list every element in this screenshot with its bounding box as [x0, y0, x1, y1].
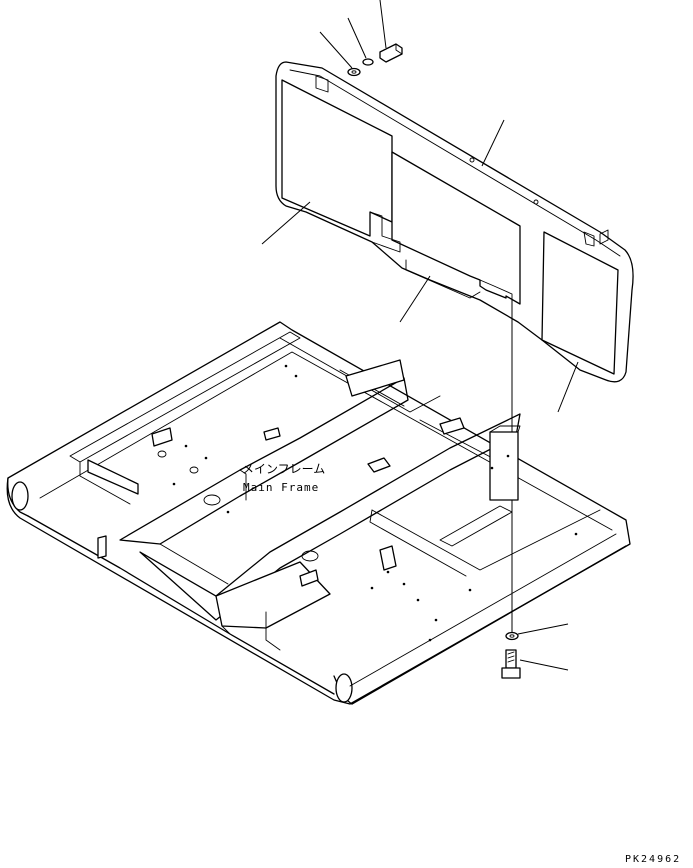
bottom-hardware — [501, 631, 521, 679]
main-frame-label-en: Main Frame — [243, 481, 320, 494]
leader-lines — [261, 0, 579, 671]
main-frame — [6, 321, 631, 705]
reference-code: PK24962 — [625, 854, 682, 865]
top-hardware — [347, 43, 403, 77]
cover-panel — [275, 61, 634, 383]
main-frame-label-jp: メインフレーム — [242, 462, 326, 476]
